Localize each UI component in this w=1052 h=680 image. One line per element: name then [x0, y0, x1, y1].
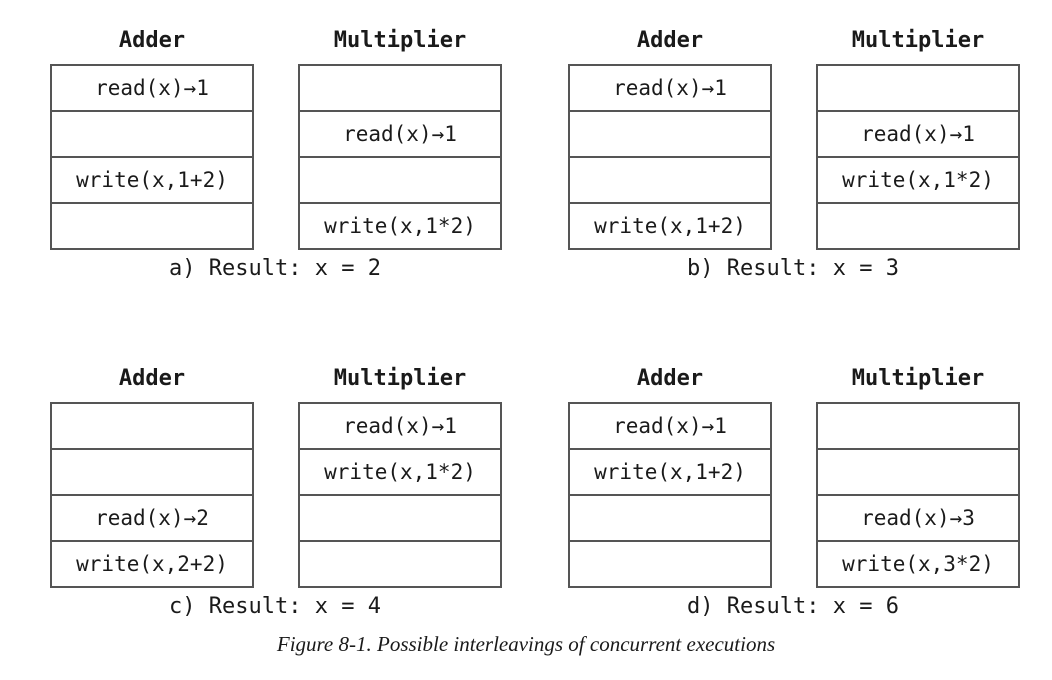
- multiplier-step-2: [818, 450, 1018, 496]
- panel-result: d) Result: x = 6: [687, 594, 899, 619]
- adder-step-3: read(x)→2: [52, 496, 252, 542]
- panel-result: c) Result: x = 4: [169, 594, 381, 619]
- multiplier-step-3: write(x,1*2): [818, 158, 1018, 204]
- multiplier-step-2: read(x)→1: [818, 112, 1018, 158]
- adder-timeline: read(x)→1 write(x,1+2): [568, 64, 772, 250]
- adder-step-3: write(x,1+2): [52, 158, 252, 204]
- adder-timeline: read(x)→1 write(x,1+2): [50, 64, 254, 250]
- multiplier-timeline: read(x)→1 write(x,1*2): [298, 64, 502, 250]
- multiplier-title: Multiplier: [851, 28, 985, 53]
- adder-step-1: read(x)→1: [570, 66, 770, 112]
- adder-step-3: [570, 158, 770, 204]
- multiplier-title: Multiplier: [851, 366, 985, 391]
- multiplier-step-1: read(x)→1: [300, 404, 500, 450]
- panel-result: a) Result: x = 2: [169, 256, 381, 281]
- adder-step-4: write(x,2+2): [76, 552, 228, 576]
- multiplier-step-1: [300, 66, 500, 112]
- adder-step-2: [52, 112, 252, 158]
- multiplier-title: Multiplier: [333, 366, 467, 391]
- multiplier-step-3: [300, 158, 500, 204]
- adder-timeline: read(x)→1 write(x,1+2): [568, 402, 772, 588]
- multiplier-step-4: [818, 204, 1018, 248]
- adder-step-4: [52, 204, 252, 248]
- adder-step-4: write(x,1+2): [594, 214, 746, 238]
- multiplier-step-4: write(x,3*2): [842, 552, 994, 576]
- multiplier-timeline: read(x)→1 write(x,1*2): [298, 402, 502, 588]
- multiplier-step-2: write(x,1*2): [300, 450, 500, 496]
- adder-title: Adder: [636, 28, 704, 53]
- multiplier-title: Multiplier: [333, 28, 467, 53]
- figure-caption: Figure 8-1. Possible interleavings of co…: [276, 632, 776, 656]
- multiplier-timeline: read(x)→1 write(x,1*2): [816, 64, 1020, 250]
- adder-step-2: [570, 112, 770, 158]
- adder-title: Adder: [118, 366, 186, 391]
- adder-title: Adder: [118, 28, 186, 53]
- multiplier-step-1: [818, 66, 1018, 112]
- multiplier-step-2: read(x)→1: [300, 112, 500, 158]
- multiplier-step-4: [300, 542, 500, 586]
- adder-timeline: read(x)→2 write(x,2+2): [50, 402, 254, 588]
- adder-step-2: write(x,1+2): [570, 450, 770, 496]
- multiplier-step-3: read(x)→3: [818, 496, 1018, 542]
- adder-title: Adder: [636, 366, 704, 391]
- adder-step-1: read(x)→1: [570, 404, 770, 450]
- adder-step-1: [52, 404, 252, 450]
- adder-step-4: [570, 542, 770, 586]
- multiplier-step-4: write(x,1*2): [324, 214, 476, 238]
- adder-step-2: [52, 450, 252, 496]
- adder-step-3: [570, 496, 770, 542]
- multiplier-step-3: [300, 496, 500, 542]
- panel-result: b) Result: x = 3: [687, 256, 899, 281]
- adder-step-1: read(x)→1: [52, 66, 252, 112]
- multiplier-step-1: [818, 404, 1018, 450]
- multiplier-timeline: read(x)→3 write(x,3*2): [816, 402, 1020, 588]
- interleavings-diagram: Adder Multiplier read(x)→1 write(x,1+2) …: [50, 28, 1020, 619]
